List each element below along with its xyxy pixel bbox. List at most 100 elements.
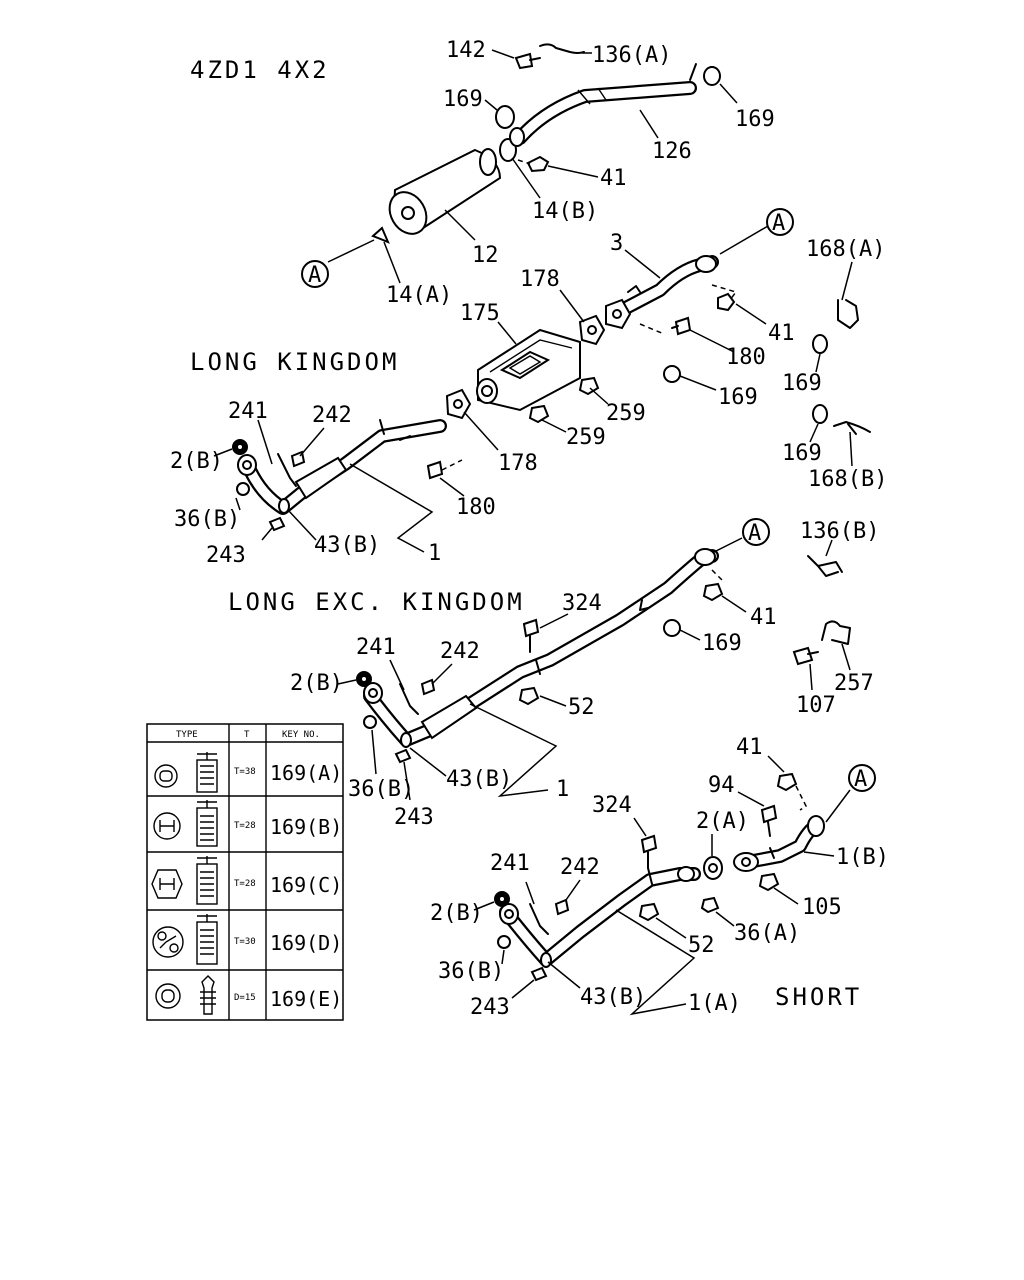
table-row: T=38 169(A): [154, 752, 342, 793]
table-cell-key: 169(C): [270, 873, 342, 897]
callout-142: 142: [446, 38, 486, 63]
callout-178-top: 178: [520, 267, 560, 292]
callout-41-top: 41: [600, 166, 627, 191]
clamp-136b: [807, 555, 843, 577]
callout-2b-short: 2(B): [430, 901, 483, 926]
callout-52-exc: 52: [568, 695, 595, 720]
section-heading-long-exc-kingdom: LONG EXC. KINGDOM: [228, 588, 525, 616]
callout-324-exc: 324: [562, 591, 602, 616]
clamp-243-short: [530, 966, 548, 982]
gasket-14a: [371, 226, 390, 244]
callout-36b-short: 36(B): [438, 959, 504, 984]
muffler-12: [388, 148, 502, 235]
ref-label-a-exc: A: [748, 521, 761, 546]
rubber-mount-key-table: TYPE T KEY NO. T=38 169(A) T=2: [146, 723, 344, 1021]
callout-36a: 36(A): [734, 921, 800, 946]
bolt-242-exc: [420, 678, 436, 696]
nut-41-top: [526, 155, 550, 173]
rubber-mount-169-right: [812, 334, 828, 354]
diagram-title: 4ZD1 4X2: [190, 56, 330, 84]
clamp-136a: [539, 43, 585, 54]
short-assembly: 41 A 94 324 2(A) 1(B) 241 242 2(B) 105 5…: [430, 735, 889, 1020]
nut-259-bottom: [528, 404, 550, 424]
mount-type-c-icon: [151, 856, 218, 905]
callout-241-exc: 241: [356, 635, 396, 660]
table-cell-t: T=28: [234, 879, 256, 889]
front-pipe-1a: [499, 866, 701, 968]
bolt-142: [514, 52, 541, 70]
callout-14b: 14(B): [532, 199, 598, 224]
callout-136a: 136(A): [592, 43, 671, 68]
callout-41-short: 41: [736, 735, 763, 760]
mount-type-a-icon: [154, 752, 218, 793]
callout-2a: 2(A): [696, 809, 749, 834]
nut-259-top: [578, 376, 600, 396]
rubber-mount-169-mid: [663, 365, 681, 383]
callout-3: 3: [610, 231, 623, 256]
callout-241-short: 241: [490, 851, 530, 876]
callout-169-long-right: 169: [782, 371, 822, 396]
ref-label-a-long: A: [772, 211, 785, 236]
callout-2b-long: 2(B): [170, 449, 223, 474]
callout-126: 126: [652, 139, 692, 164]
callout-94: 94: [708, 773, 735, 798]
callout-36b-exc: 36(B): [348, 777, 414, 802]
table-row: T=28 169(B): [153, 800, 342, 847]
callout-41-exc: 41: [750, 605, 777, 630]
bolt-107: [792, 646, 814, 666]
front-pipe-1: [237, 419, 447, 515]
ref-label-a-short: A: [854, 767, 867, 792]
ref-label-a-top: A: [308, 263, 321, 288]
nut-41-short: [776, 772, 798, 792]
pipe-3: [615, 255, 719, 317]
callout-169-top-left: 169: [443, 87, 483, 112]
callout-178-bottom: 178: [498, 451, 538, 476]
rubber-mount-169-left: [495, 105, 515, 129]
callout-169-exc: 169: [702, 631, 742, 656]
table-cell-t: T=38: [234, 767, 256, 777]
callout-12: 12: [472, 243, 499, 268]
rubber-mount-169-lower: [812, 404, 828, 424]
callout-242-exc: 242: [440, 639, 480, 664]
rubber-mount-169-exc: [663, 619, 681, 637]
callout-43b-exc: 43(B): [446, 767, 512, 792]
callout-1a: 1(A): [688, 991, 741, 1016]
table-cell-key: 169(E): [270, 987, 342, 1011]
nut-36a: [700, 896, 720, 914]
bolt-94: [760, 804, 778, 824]
bolt-242-short: [554, 898, 570, 916]
bolt-324-exc: [522, 618, 540, 638]
long-exc-kingdom-assembly: A 136(B) 324 41 169 241 242 2(B) 52 257 …: [290, 518, 879, 830]
tail-pipe-126: [513, 63, 697, 145]
long-kingdom-assembly: 3 A 168(A) 178 175 41 180 169 169 259 25…: [170, 208, 887, 568]
nut-36b-exc: [363, 715, 377, 729]
nut-36b-long: [236, 482, 250, 496]
table-cell-key: 169(B): [270, 815, 342, 839]
ref-circle-a-long: [766, 208, 794, 236]
table-cell-key: 169(A): [270, 761, 342, 785]
callout-1b: 1(B): [836, 845, 889, 870]
top-assembly: 142 136(A) 169 169 126 41 14(B) 12 14(A)…: [301, 38, 775, 308]
callout-243-long: 243: [206, 543, 246, 568]
bracket-241-long: [277, 453, 297, 487]
bracket-168b: [833, 421, 871, 435]
mount-type-d-icon: [152, 914, 218, 965]
catalytic-converter-175: [476, 328, 581, 412]
nut-41-long: [717, 292, 736, 312]
bolt-324-short: [640, 834, 658, 854]
ref-circle-a-top: [301, 260, 329, 288]
ref-circle-a-exc: [742, 518, 770, 546]
section-heading-long-kingdom: LONG KINGDOM: [190, 348, 399, 376]
table-cell-t: T=28: [234, 821, 256, 831]
callout-257: 257: [834, 671, 874, 696]
callout-259-top: 259: [606, 401, 646, 426]
callout-41-long: 41: [768, 321, 795, 346]
callout-169-long-mid: 169: [718, 385, 758, 410]
callout-242-long: 242: [312, 403, 352, 428]
gasket-14b-flange: [509, 127, 525, 147]
callout-175: 175: [460, 301, 500, 326]
callout-14a: 14(A): [386, 283, 452, 308]
table-header-t: T: [244, 730, 250, 740]
